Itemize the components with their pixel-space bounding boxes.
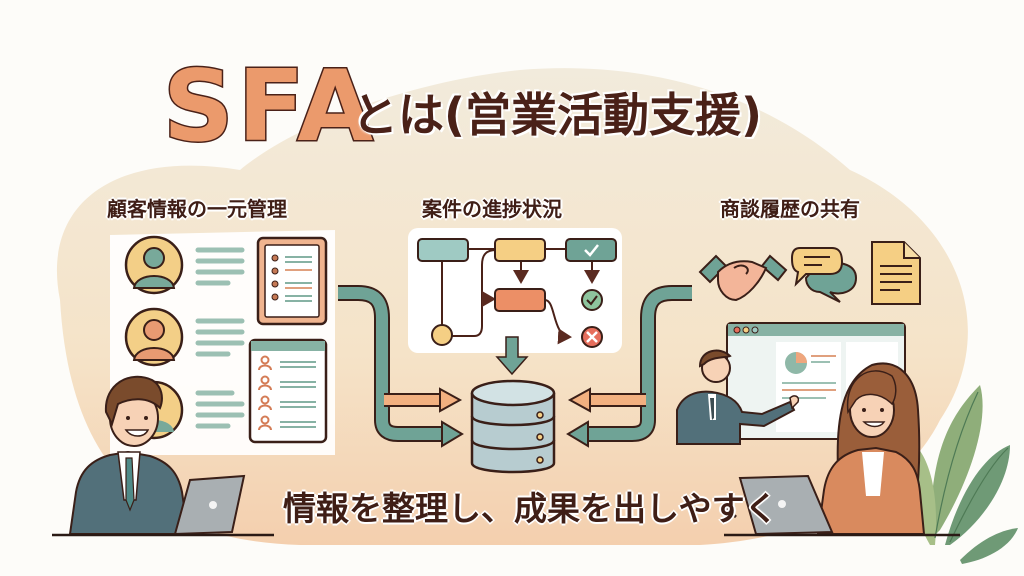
tagline: 情報を整理し、成果を出しやすく [283, 489, 778, 528]
title-subtitle: とは(営業活動支援) [352, 88, 763, 142]
document-icon [871, 241, 921, 305]
contact-list-icon [256, 236, 328, 326]
database-icon [470, 379, 556, 474]
down-arrow-icon [495, 336, 529, 376]
section-label-customer: 顧客情報の一元管理 [107, 197, 287, 221]
customer-avatar-icon [124, 235, 184, 295]
section-label-history: 商談履歴の共有 [720, 197, 860, 221]
saleswoman-with-laptop [721, 362, 960, 537]
chat-bubbles-icon [790, 247, 858, 303]
customer-info-lines [195, 247, 245, 429]
salesman-with-laptop [52, 375, 274, 537]
right-flow-arrows [566, 285, 692, 448]
handshake-icon [698, 254, 788, 302]
flowchart-icon [408, 228, 622, 353]
title-sfa: SFA [161, 50, 378, 164]
customer-avatar-icon [124, 307, 184, 367]
presenter-person [676, 349, 800, 445]
contact-list-icon [248, 338, 328, 444]
section-label-progress: 案件の進捗状況 [422, 197, 562, 221]
left-flow-arrows [338, 285, 464, 448]
